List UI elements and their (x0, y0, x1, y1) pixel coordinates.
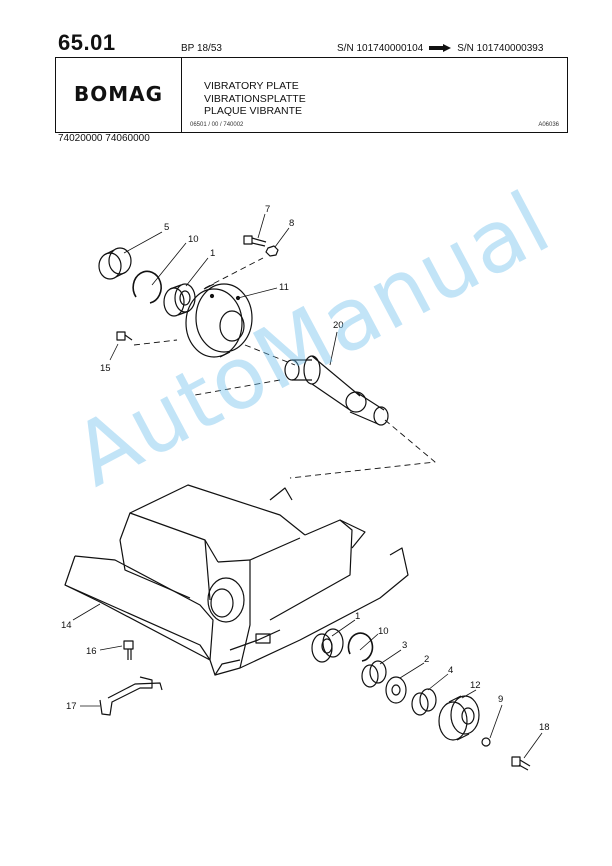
part-numbers: 74020000 74060000 (58, 133, 150, 144)
title-de: VIBRATIONSPLATTE (204, 92, 306, 105)
callout-8: 8 (289, 218, 294, 229)
callout-2: 2 (424, 654, 429, 665)
callout-10-upper: 10 (188, 234, 199, 245)
part-10-circlip-lower (347, 632, 374, 662)
part-5-sleeve (98, 247, 132, 280)
callout-9: 9 (498, 694, 503, 705)
callout-15: 15 (100, 363, 111, 374)
serial-range: S/N 101740000104 S/N 101740000393 (337, 43, 543, 54)
ref-code: A06036 (538, 122, 559, 128)
callout-12: 12 (470, 680, 481, 691)
callout-20: 20 (333, 320, 344, 331)
title-text: VIBRATORY PLATE VIBRATIONSPLATTE PLAQUE … (204, 80, 306, 118)
assembly-lines (133, 257, 436, 479)
serial-from: S/N 101740000104 (337, 43, 424, 54)
part-20-shaft (284, 355, 389, 426)
title-block: BOMAG VIBRATORY PLATE VIBRATIONSPLATTE P… (55, 57, 568, 133)
part-7-bolt (243, 235, 267, 247)
callout-1-upper: 1 (210, 248, 215, 259)
part-11-housing (185, 283, 253, 358)
part-2-disc (385, 676, 407, 704)
part-14-baseplate (64, 484, 409, 676)
callout-17: 17 (66, 701, 77, 712)
logo-cell: BOMAG (56, 58, 182, 132)
bomag-logo: BOMAG (74, 82, 164, 106)
part-1-bearing (163, 283, 196, 317)
callout-18: 18 (539, 722, 550, 733)
part-1-bearing-lower (311, 628, 344, 663)
part-15-screw (116, 331, 133, 341)
callout-5: 5 (164, 222, 169, 233)
title-fr: PLAQUE VIBRANTE (204, 105, 303, 117)
page-number: 65.01 (58, 30, 116, 55)
leader-lines (72, 213, 543, 759)
title-en: VIBRATORY PLATE (204, 80, 299, 92)
part-9-nut (481, 737, 491, 747)
part-3-ring (361, 660, 387, 688)
callout-4: 4 (448, 665, 453, 676)
part-10-circlip (132, 270, 162, 304)
part-18-bolt (511, 756, 531, 771)
arrow-right-icon (429, 44, 452, 53)
part-16-screw (123, 640, 134, 660)
part-17-bracket (99, 676, 163, 716)
part-12-pulley (438, 695, 480, 741)
callout-16: 16 (86, 646, 97, 657)
callout-11: 11 (279, 282, 289, 293)
callout-14: 14 (61, 620, 72, 631)
callout-7: 7 (265, 204, 270, 215)
part-8-nut (265, 245, 279, 257)
serial-to: S/N 101740000393 (457, 43, 544, 54)
callout-10-lower: 10 (378, 626, 389, 637)
part-4-ring (411, 688, 437, 716)
doc-code: 06501 / 00 / 740002 (190, 122, 244, 128)
callout-1-lower: 1 (355, 611, 360, 622)
callout-3: 3 (402, 640, 407, 651)
model-label: BP 18/53 (181, 43, 222, 54)
